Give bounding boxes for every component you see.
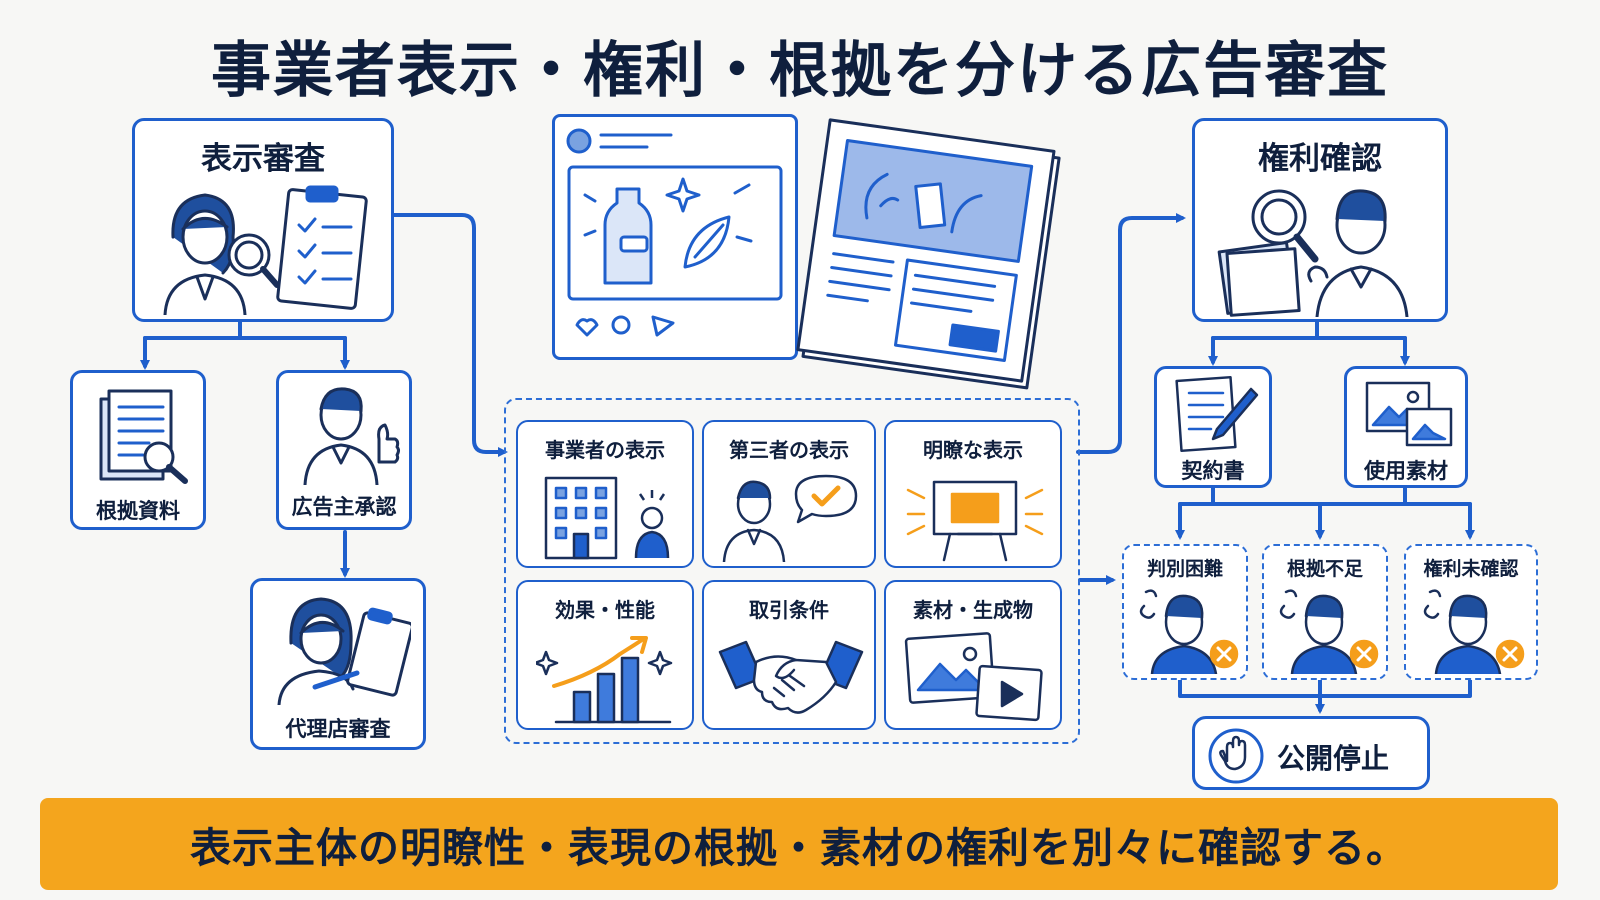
category-materials-generated: 素材・生成物 [884, 580, 1062, 730]
reviewer-with-magnifier-icon [163, 185, 368, 315]
handshake-icon [718, 640, 864, 714]
confused-person-icon [1279, 589, 1379, 674]
image-video-icon [904, 632, 1043, 722]
contract-label: 契約書 [1181, 459, 1245, 483]
social-post-mockup [552, 114, 798, 360]
agency-review-label: 代理店審査 [285, 717, 391, 741]
issue-card-hard-to-identify: 判別困難 [1122, 544, 1248, 680]
rights-check-label: 権利確認 [1258, 141, 1382, 177]
category-business-display-label: 事業者の表示 [545, 438, 665, 462]
display-categories-group [504, 398, 1080, 744]
publication-stop-label: 公開停止 [1277, 742, 1390, 775]
issue-label: 権利未確認 [1423, 558, 1519, 580]
publication-stop-card: 公開停止 [1192, 716, 1430, 790]
growth-chart-icon [536, 636, 673, 724]
office-building-icon [544, 476, 670, 560]
category-transaction-terms-label: 取引条件 [749, 598, 829, 622]
issue-label: 判別困難 [1146, 558, 1223, 580]
person-check-bubble-icon [722, 474, 858, 562]
evidence-docs-card: 根拠資料 [70, 370, 206, 530]
documents-magnifier-icon [99, 389, 188, 484]
category-transaction-terms: 取引条件 [702, 580, 876, 730]
materials-used-label: 使用素材 [1364, 459, 1448, 483]
rights-investigator-icon [1217, 189, 1409, 317]
display-review-card: 表示審査 [132, 118, 394, 322]
evidence-docs-label: 根拠資料 [96, 499, 180, 523]
arrow-rights-split [1211, 320, 1407, 340]
category-third-party-display: 第三者の表示 [702, 420, 876, 568]
worried-person-icon [1423, 589, 1525, 674]
summary-banner: 表示主体の明瞭性・表現の根拠・素材の権利を別々に確認する。 [40, 798, 1558, 890]
contract-card: 契約書 [1154, 366, 1272, 488]
social-post-illustration [566, 128, 783, 337]
approver-thumbs-up-icon [303, 387, 400, 485]
troubled-person-icon [1139, 589, 1239, 674]
images-stack-icon [1365, 381, 1453, 447]
contract-pen-icon [1175, 375, 1259, 453]
rights-check-card: 権利確認 [1192, 118, 1448, 322]
arrow-center-to-rights [1076, 213, 1186, 454]
category-materials-generated-label: 素材・生成物 [913, 598, 1033, 622]
arrow-docs-join [1178, 486, 1472, 506]
issue-card-rights-unconfirmed: 権利未確認 [1404, 544, 1538, 680]
category-effect-performance-label: 効果・性能 [555, 598, 655, 622]
advertiser-approval-label: 広告主承認 [291, 495, 397, 519]
category-clear-display: 明瞭な表示 [884, 420, 1062, 568]
materials-used-card: 使用素材 [1344, 366, 1468, 488]
reviewer-with-clipboard-icon [277, 597, 411, 705]
issue-card-insufficient-evidence: 根拠不足 [1262, 544, 1388, 680]
page-title: 事業者表示・権利・根拠を分ける広告審査 [211, 36, 1389, 106]
agency-review-card: 代理店審査 [250, 578, 426, 750]
category-third-party-display-label: 第三者の表示 [729, 438, 849, 462]
arrow-review-to-split [143, 320, 347, 340]
arrow-review-to-center [390, 213, 508, 457]
category-business-display: 事業者の表示 [516, 420, 694, 568]
display-review-label: 表示審査 [201, 141, 325, 177]
stop-hand-icon [1208, 728, 1264, 784]
signboard-highlight-icon [906, 480, 1044, 562]
arrow-issues-join [1178, 676, 1472, 698]
category-effect-performance: 効果・性能 [516, 580, 694, 730]
category-clear-display-label: 明瞭な表示 [923, 438, 1023, 462]
print-flyer-mockup [796, 118, 1061, 390]
advertiser-approval-card: 広告主承認 [276, 370, 412, 530]
issue-label: 根拠不足 [1286, 558, 1363, 580]
